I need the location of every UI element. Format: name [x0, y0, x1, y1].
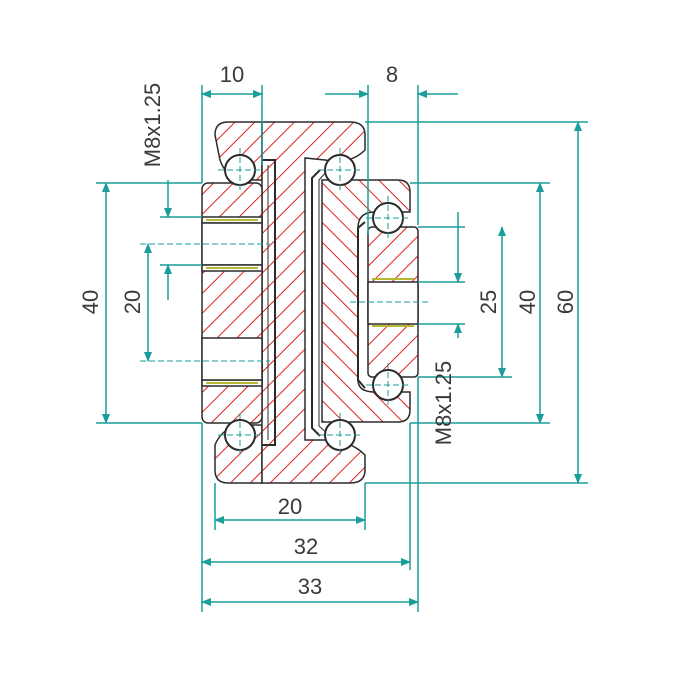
- dim-left-height-outer: 40: [78, 290, 103, 314]
- dim-top-right-width: 8: [386, 62, 398, 87]
- left-bore-lower: [201, 337, 263, 381]
- dim-bottom-width-32: 32: [294, 534, 318, 559]
- dim-right-height-small: 25: [476, 290, 501, 314]
- dim-thread-left: M8x1.25: [140, 83, 165, 167]
- dim-right-height-mid: 40: [515, 290, 540, 314]
- dim-right-height-total: 60: [553, 290, 578, 314]
- dim-bottom-width-20: 20: [278, 494, 302, 519]
- dim-thread-right: M8x1.25: [431, 361, 456, 445]
- dimension-lines: [96, 85, 588, 612]
- middle-channel: [311, 169, 321, 437]
- center-lines: [140, 148, 430, 457]
- center-spine: [261, 121, 366, 484]
- cross-section: [201, 121, 419, 484]
- left-inner-channel: [262, 159, 276, 446]
- dim-bottom-width-33: 33: [298, 574, 322, 599]
- dimension-labels: 10 8 M8x1.25 40 20 25 40 60 M8x1.25 20 3…: [78, 62, 578, 599]
- dim-left-height-inner: 20: [120, 290, 145, 314]
- right-bore: [367, 281, 419, 325]
- right-inner-channel: [357, 221, 366, 389]
- dim-top-left-width: 10: [220, 62, 244, 87]
